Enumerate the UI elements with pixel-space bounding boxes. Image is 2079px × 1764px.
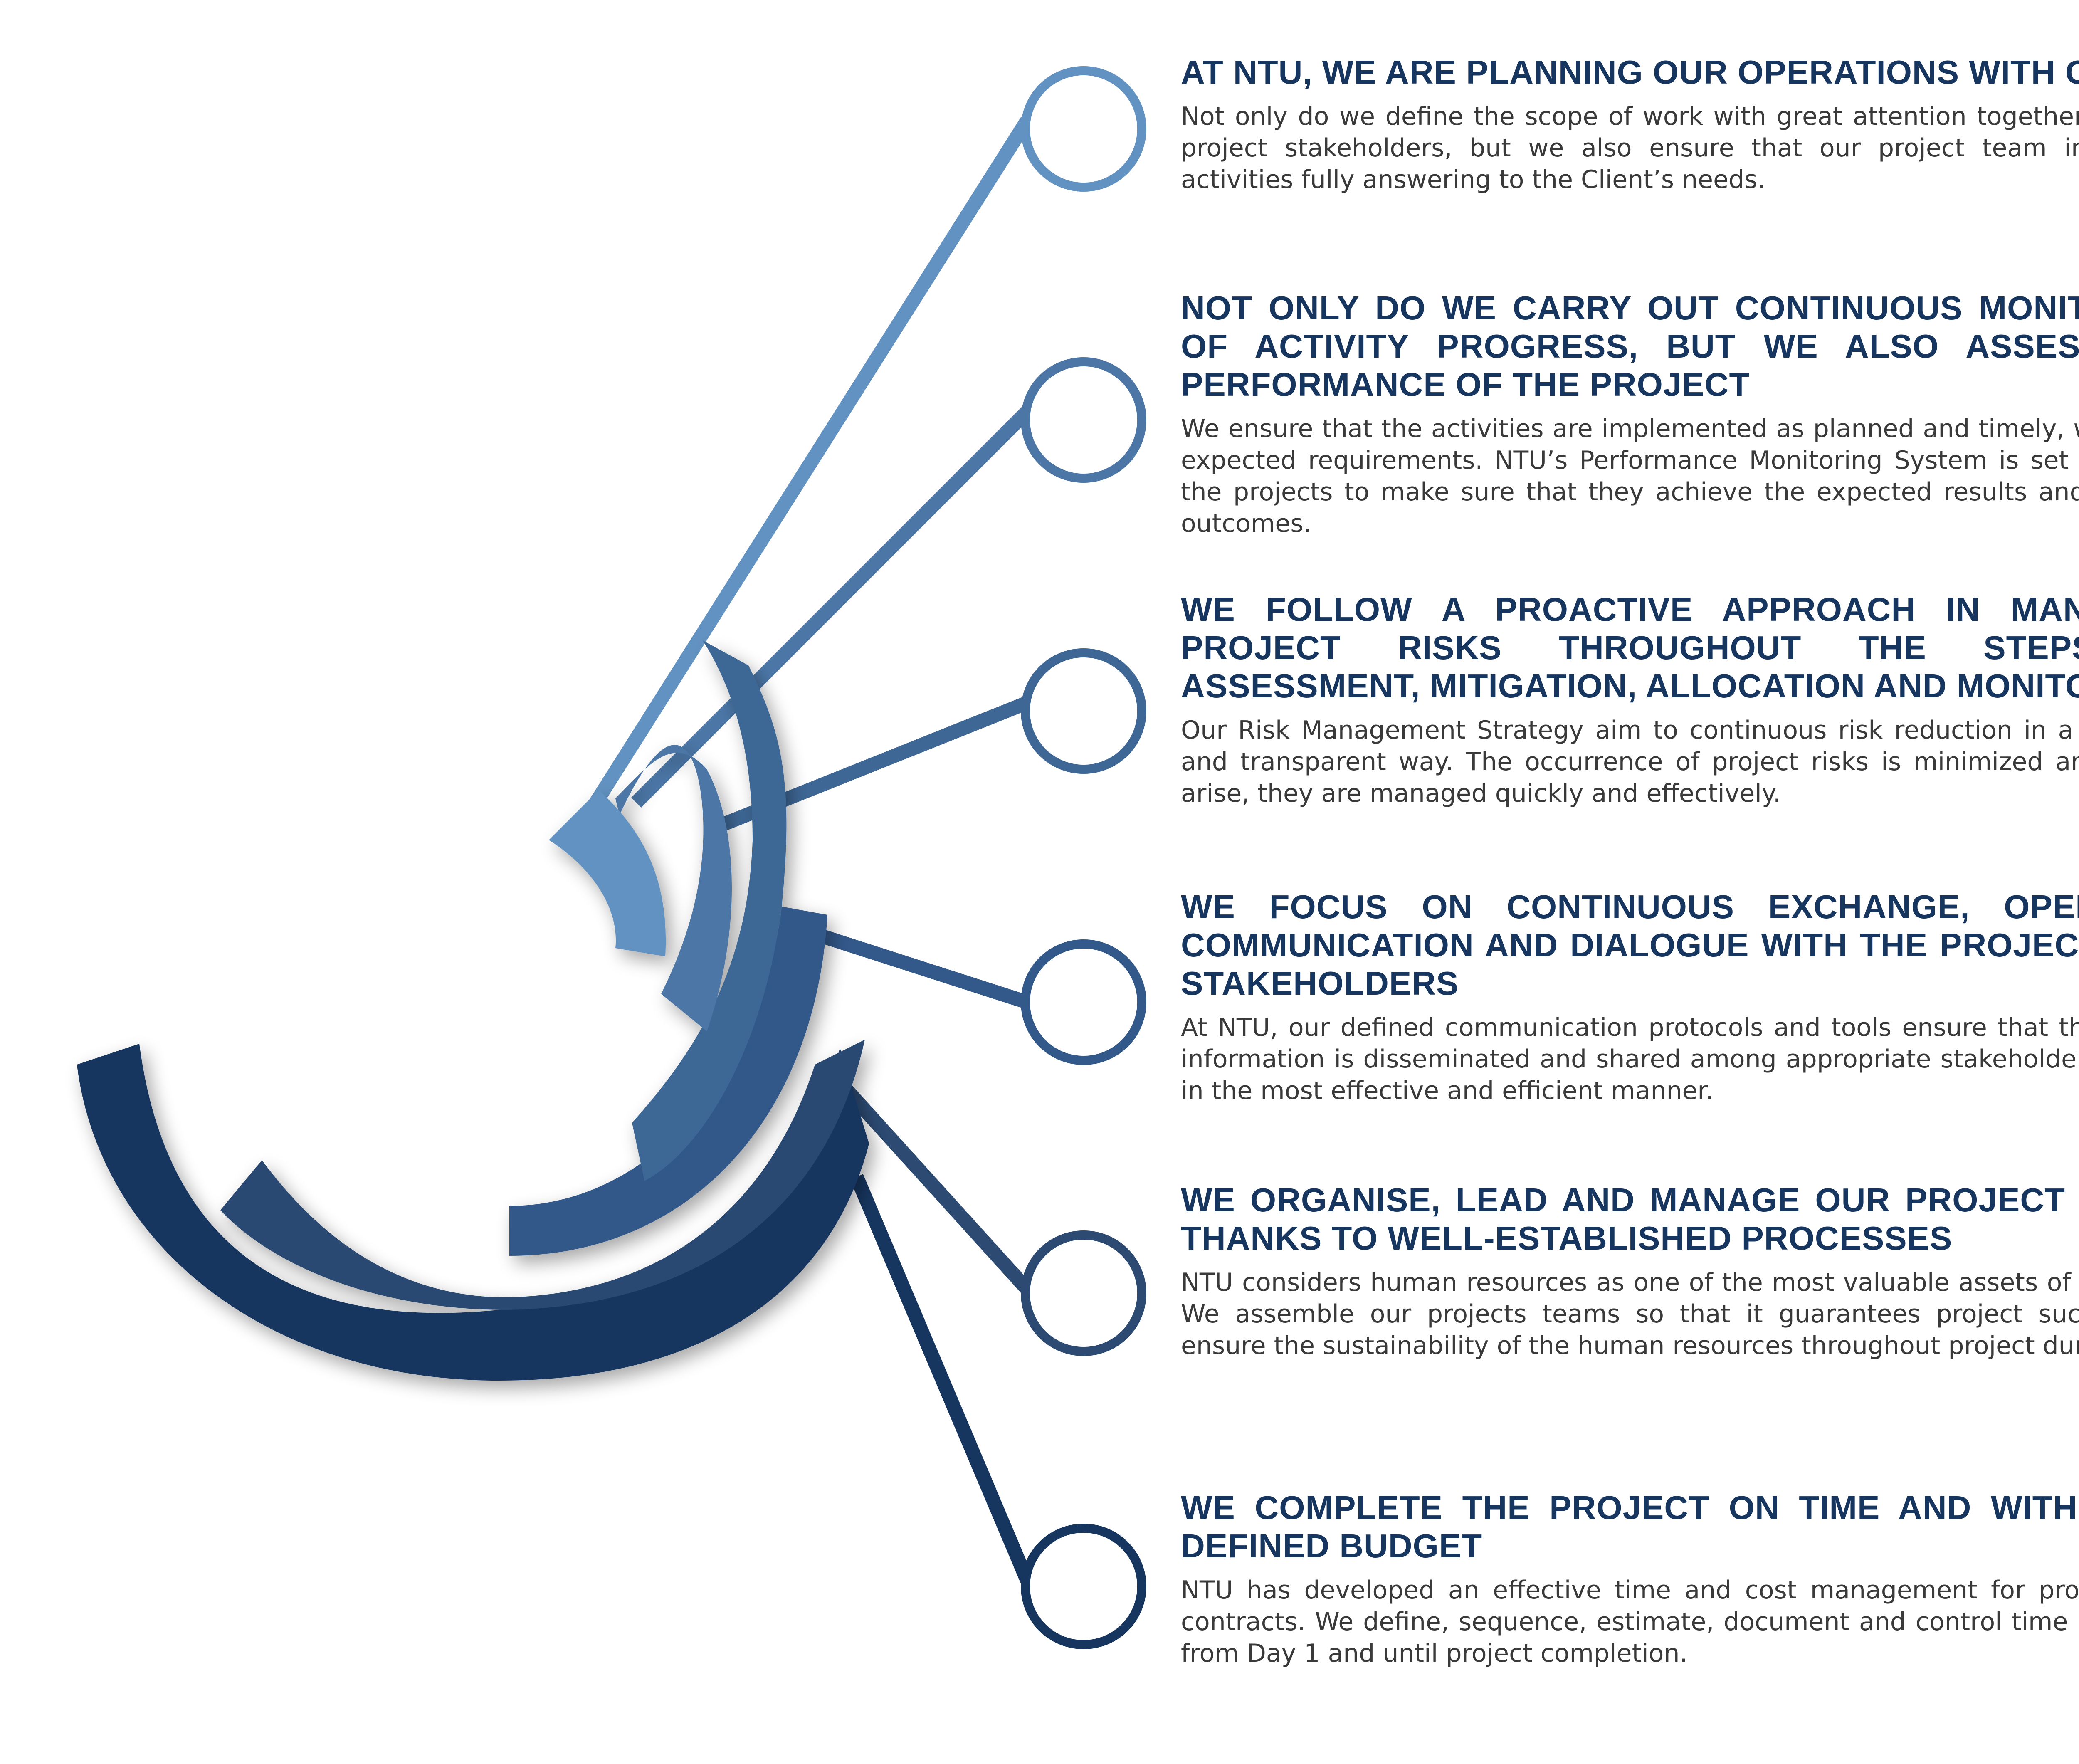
node-circle-6 (1021, 1524, 1146, 1649)
node-circle-5 (1021, 1230, 1146, 1356)
connector-line-2 (631, 406, 1032, 808)
step-description: Not only do we define the scope of work … (1181, 102, 2079, 194)
step-description: Our Risk Management Strategy aim to cont… (1181, 716, 2079, 808)
step-title: We follow a proactive approach in managi… (1181, 591, 2079, 704)
arc-segment-1 (549, 790, 666, 956)
step-planning: At NTU, we are planning our operations w… (1181, 53, 2079, 195)
node-circle-2 (1021, 357, 1146, 483)
arc-segment-6 (77, 1044, 869, 1381)
step-title: We focus on continuous exchange, open co… (1181, 888, 2079, 1002)
step-description: NTU has developed an effective time and … (1181, 1576, 2079, 1668)
step-description: At NTU, our defined communication protoc… (1181, 1013, 2079, 1105)
arc-segment-2 (615, 745, 732, 1031)
node-circle-4 (1021, 939, 1146, 1065)
step-title: At NTU, we are planning our operations w… (1181, 54, 2079, 91)
step-monitoring: Not only do we carry out continuous moni… (1181, 289, 2079, 539)
step-title: Not only do we carry out continuous moni… (1181, 289, 2079, 403)
connector-line-1 (574, 116, 1033, 832)
arc-segment-3 (632, 640, 787, 1181)
arc-segments (77, 640, 869, 1381)
step-description: NTU considers human resources as one of … (1181, 1268, 2079, 1360)
step-description: We ensure that the activities are implem… (1181, 414, 2079, 538)
step-communication: We focus on continuous exchange, open co… (1181, 888, 2079, 1107)
step-time-budget: We complete the project on time and with… (1181, 1489, 2079, 1669)
connector-line-5 (822, 1064, 1032, 1294)
arc-segment-4 (509, 907, 827, 1256)
step-title: We complete the project on time and with… (1181, 1489, 2079, 1564)
connector-line-6 (850, 1174, 1034, 1583)
step-risk-management: We follow a proactive approach in managi… (1181, 590, 2079, 809)
node-circles (1021, 66, 1146, 1649)
node-circle-1 (1021, 66, 1146, 192)
node-circle-3 (1021, 648, 1146, 774)
step-title: We organise, lead and manage our project… (1181, 1181, 2079, 1257)
step-team-management: We organise, lead and manage our project… (1181, 1181, 2079, 1361)
arc-segment-5 (220, 1040, 865, 1310)
